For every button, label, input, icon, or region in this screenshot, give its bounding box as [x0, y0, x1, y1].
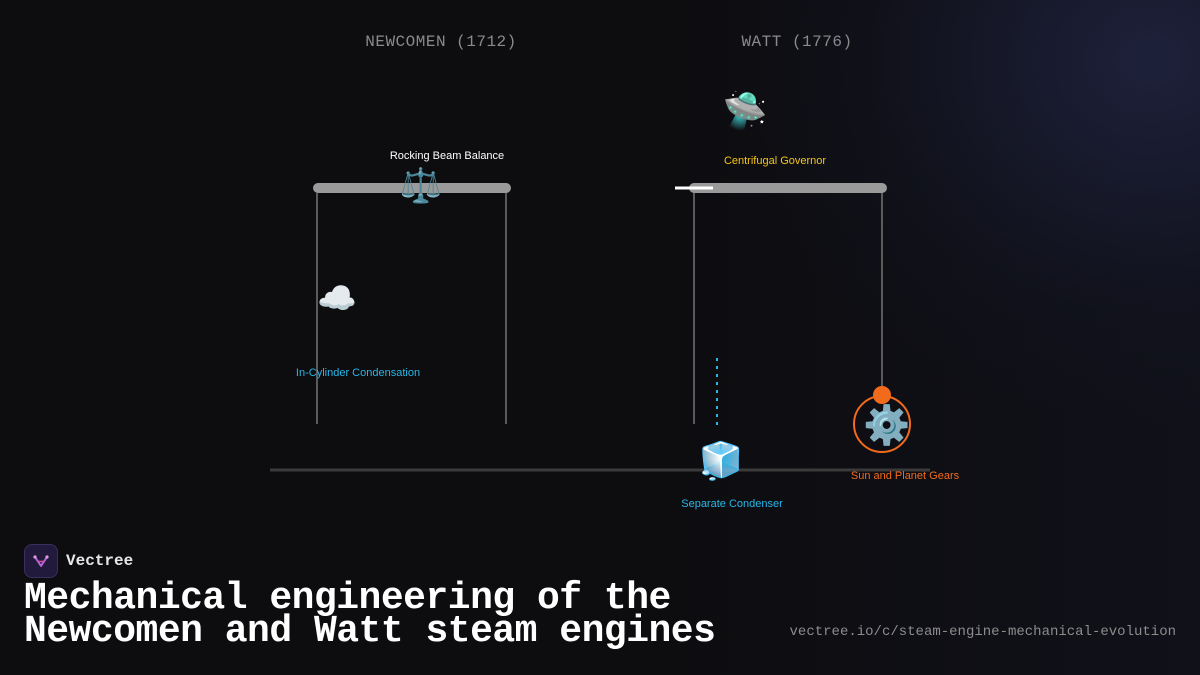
balance-scale-icon: ⚖️ — [399, 166, 443, 206]
title-line-1: Mechanical engineering of the — [24, 577, 671, 620]
title-line-2: Newcomen and Watt steam engines — [24, 610, 716, 653]
in-cylinder-label: In-Cylinder Condensation — [295, 367, 421, 379]
newcomen-beam — [313, 183, 511, 193]
gears-label: Sun and Planet Gears — [850, 470, 960, 482]
governor-label: Centrifugal Governor — [723, 155, 827, 167]
brand: Vectree — [24, 544, 133, 578]
vectree-logo-icon — [24, 544, 58, 578]
newcomen-engine — [313, 183, 511, 424]
rocking-beam-label: Rocking Beam Balance — [389, 150, 505, 162]
ice-cube-icon: 🧊 — [698, 441, 744, 482]
crank-dot — [873, 386, 891, 404]
watt-column-title: WATT (1776) — [741, 33, 853, 51]
watt-beam — [689, 183, 887, 193]
page-title: Mechanical engineering of the Newcomen a… — [24, 577, 716, 653]
gear-icon: ⚙️ — [863, 403, 911, 447]
cloud-icon: ☁️ — [317, 279, 357, 317]
condenser-label: Separate Condenser — [681, 498, 783, 510]
newcomen-column-title: NEWCOMEN (1712) — [365, 33, 517, 51]
brand-name: Vectree — [66, 552, 134, 570]
watt-engine — [675, 183, 911, 453]
source-url: vectree.io/c/steam-engine-mechanical-evo… — [789, 624, 1176, 640]
flying-saucer-icon: 🛸 — [722, 91, 768, 132]
